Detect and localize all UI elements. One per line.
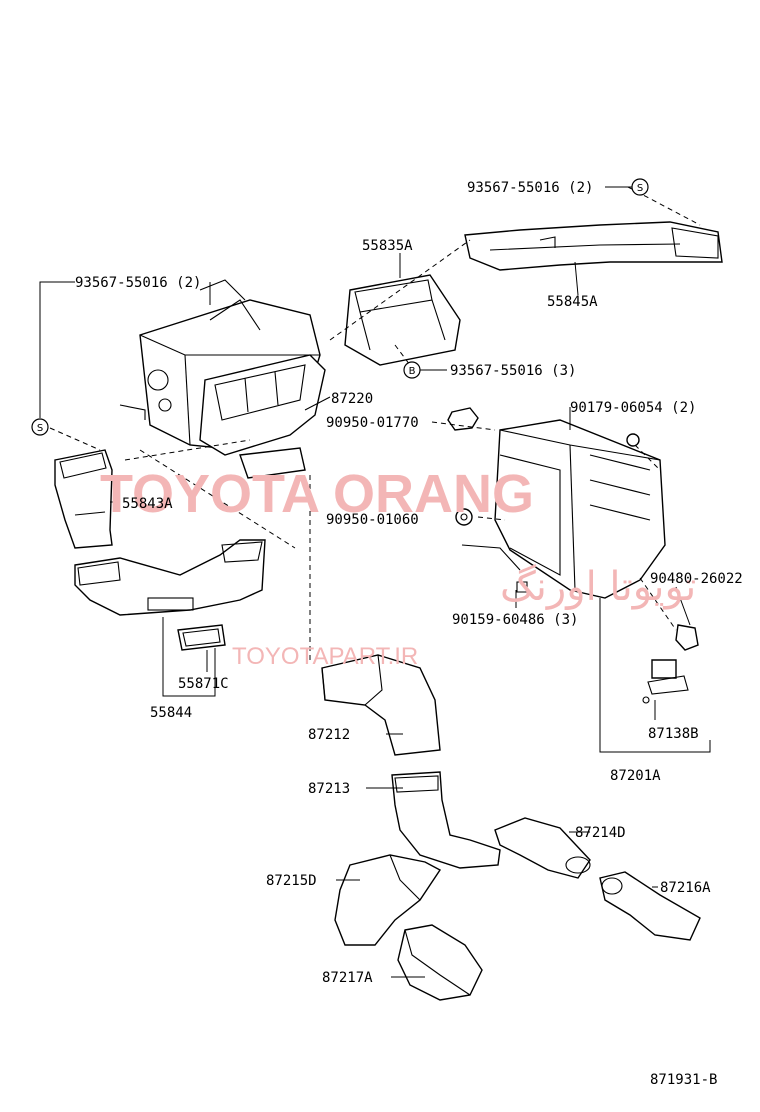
svg-text:B: B bbox=[409, 366, 416, 377]
unit-87201A-drawing bbox=[461, 419, 666, 599]
label-93567-55016-2-top: 93567-55016 (2) bbox=[467, 180, 593, 196]
watermark-site: TOYOTAPART.IR bbox=[232, 643, 418, 670]
watermark-brand: TOYOTA ORANG bbox=[100, 464, 534, 524]
b-symbol-icon bbox=[403, 361, 421, 379]
assembly-dashed-lines bbox=[49, 186, 701, 660]
s-symbol-icon bbox=[31, 418, 49, 436]
figure-code: 871931-B bbox=[650, 1072, 717, 1088]
part-labels: 93567-55016 (2) 55835A 55845A 93567-5501… bbox=[75, 180, 743, 1088]
svg-text:S: S bbox=[637, 183, 643, 194]
label-90950-01770: 90950-01770 bbox=[326, 415, 419, 431]
label-55835A: 55835A bbox=[362, 238, 413, 254]
label-55845A: 55845A bbox=[547, 294, 598, 310]
label-87201A: 87201A bbox=[610, 768, 661, 784]
svg-text:S: S bbox=[37, 423, 43, 434]
label-87212: 87212 bbox=[308, 727, 350, 743]
duct-87213-drawing bbox=[391, 771, 501, 869]
symbol-s-top: S bbox=[631, 178, 649, 196]
label-93567-55016-3: 93567-55016 (3) bbox=[450, 363, 576, 379]
symbol-b: B bbox=[403, 361, 421, 379]
label-93567-55016-2-left: 93567-55016 (2) bbox=[75, 275, 201, 291]
label-87220: 87220 bbox=[331, 391, 373, 407]
s-symbol-icon bbox=[631, 178, 649, 196]
watermark: TOYOTA ORANG تویوتا اورنگ TOYOTAPART.IR bbox=[100, 464, 696, 670]
duct-55844-drawing bbox=[74, 539, 266, 616]
label-87215D: 87215D bbox=[266, 873, 317, 889]
fasteners-drawing bbox=[447, 407, 699, 704]
duct-55845A-drawing bbox=[464, 221, 723, 271]
leader-lines bbox=[39, 186, 711, 978]
duct-55843A-drawing bbox=[54, 449, 113, 549]
label-87214D: 87214D bbox=[575, 825, 626, 841]
duct-87214D-drawing bbox=[494, 817, 591, 879]
label-90179-06054: 90179-06054 (2) bbox=[570, 400, 696, 416]
duct-87212-drawing bbox=[321, 654, 441, 756]
label-90950-01060: 90950-01060 bbox=[326, 512, 419, 528]
duct-87215D-drawing bbox=[334, 854, 442, 946]
label-87138B: 87138B bbox=[648, 726, 699, 742]
label-90159-60486: 90159-60486 (3) bbox=[452, 612, 578, 628]
label-90480-26022: 90480-26022 bbox=[650, 571, 743, 587]
duct-87217A-drawing bbox=[397, 924, 483, 1001]
watermark-arabic: تویوتا اورنگ bbox=[500, 564, 696, 610]
label-55844: 55844 bbox=[150, 705, 192, 721]
gasket-55871C-drawing bbox=[177, 624, 226, 651]
duct-87216A-drawing bbox=[599, 871, 701, 941]
label-87217A: 87217A bbox=[322, 970, 373, 986]
label-87216A: 87216A bbox=[660, 880, 711, 896]
label-55843A: 55843A bbox=[122, 496, 173, 512]
label-87213: 87213 bbox=[308, 781, 350, 797]
case-87220-drawing bbox=[199, 354, 326, 479]
symbol-s-left: S bbox=[31, 418, 49, 436]
duct-55835A-drawing bbox=[344, 274, 461, 366]
label-55871C: 55871C bbox=[178, 676, 229, 692]
